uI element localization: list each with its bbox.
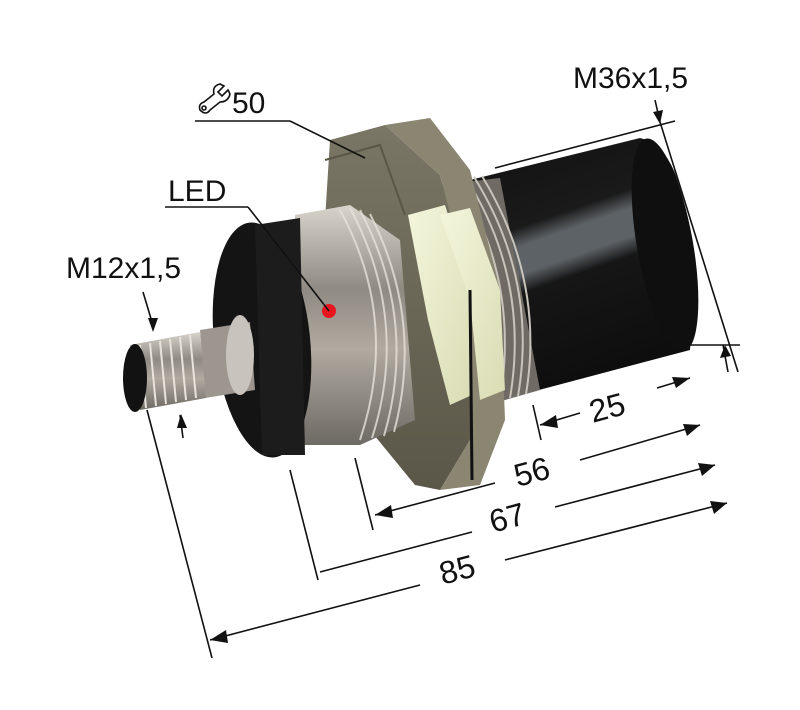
steel-housing bbox=[295, 205, 415, 445]
body-thread-label: M36x1,5 bbox=[573, 62, 688, 95]
dimension-56: 56 bbox=[510, 450, 554, 494]
led-label: LED bbox=[168, 175, 226, 208]
dimension-25: 25 bbox=[585, 386, 629, 430]
dimension-67: 67 bbox=[485, 496, 529, 540]
wrench-icon bbox=[198, 83, 231, 114]
dimension-85: 85 bbox=[435, 548, 479, 592]
connector-thread-label: M12x1,5 bbox=[66, 252, 181, 285]
arrow-heads bbox=[148, 110, 731, 643]
wrench-size-label: 50 bbox=[232, 87, 265, 120]
m12-connector bbox=[123, 315, 255, 412]
front-face bbox=[212, 218, 312, 458]
